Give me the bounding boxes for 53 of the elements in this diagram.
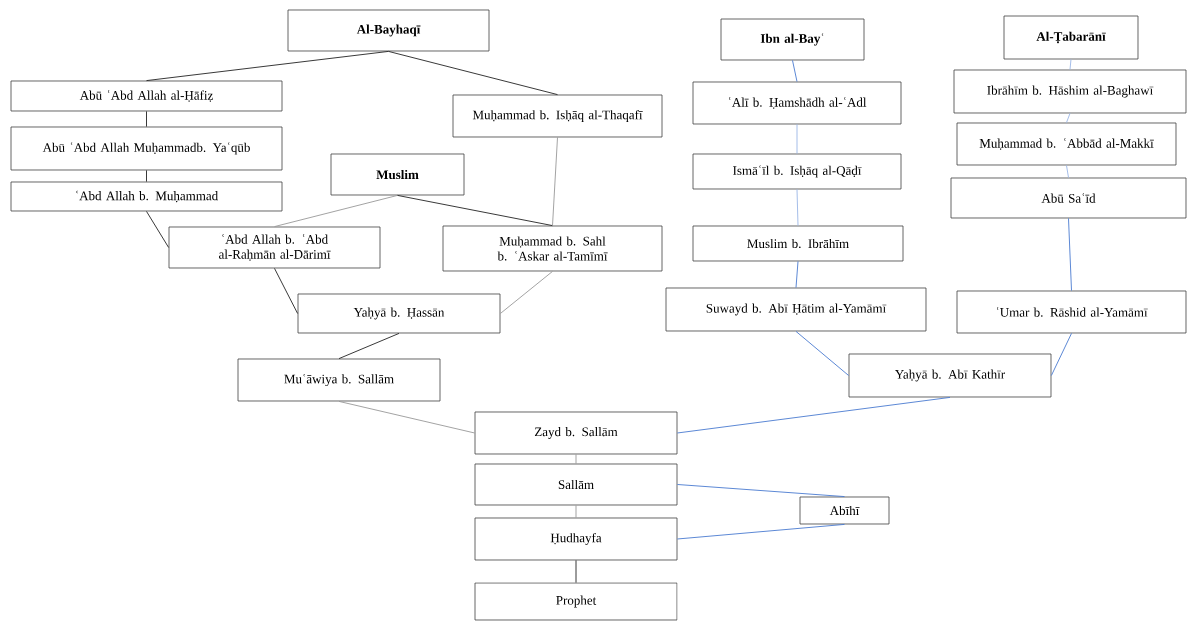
- name-box: Abū ʿAbd Allah Muḥammadb. Yaʿqūb: [10, 126, 283, 171]
- name-box: ʿUmar b. Rāshid al-Yamāmī: [956, 290, 1187, 334]
- name-box: Abīhī: [799, 496, 890, 525]
- connector-line: [552, 136, 558, 227]
- name-box: Yaḥyā b. Abī Kathīr: [848, 353, 1052, 398]
- connector-line: [338, 332, 400, 360]
- connector-line: [1068, 217, 1072, 292]
- connector-line: [1066, 164, 1069, 179]
- connector-line: [499, 270, 553, 314]
- name-box: Muslim b. Ibrāhīm: [692, 225, 904, 262]
- connector-line: [575, 453, 577, 465]
- name-box: Ḥudhayfa: [474, 517, 678, 561]
- name-box: Ismāʿīl b. Isḥāq al-Qāḍī: [692, 153, 902, 190]
- name-box: ʿAlī b. Ḥamshādh al-ʿAdl: [692, 81, 902, 125]
- name-box: Muslim: [330, 153, 465, 196]
- name-box: Prophet: [474, 582, 678, 621]
- connector-line: [676, 484, 845, 498]
- name-box: Al-Bayhaqī: [287, 9, 490, 52]
- connector-line: [796, 188, 799, 227]
- connector-line: [795, 260, 799, 289]
- name-box: Zayd b. Sallām: [474, 411, 678, 455]
- connector-line: [796, 123, 798, 155]
- name-box: Abū ʿAbd Allah al-Ḥāfiẓ: [10, 80, 283, 112]
- name-box: ʿAbd Allah b. Muḥammad: [10, 181, 283, 212]
- connector-line: [676, 523, 845, 540]
- connector-line: [676, 396, 951, 434]
- connector-line: [146, 110, 147, 128]
- name-box: Muḥammad b. ʿAbbād al-Makkī: [956, 122, 1177, 166]
- connector-line: [575, 559, 577, 584]
- connector-line: [1050, 332, 1072, 376]
- connector-line: [146, 50, 389, 82]
- connector-line: [338, 400, 476, 434]
- name-box: Muḥammad b. Sahl b. ʿAskar al-Tamīmī: [442, 225, 663, 272]
- connector-line: [274, 267, 299, 314]
- connector-line: [792, 59, 798, 83]
- name-box: ʿAbd Allah b. ʿAbd al-Raḥmān al-Dārimī: [168, 226, 381, 269]
- connector-line: [795, 330, 850, 376]
- connector-line: [1066, 112, 1071, 124]
- connector-line: [1069, 58, 1072, 71]
- name-box: Ibn al-Bayʿ: [720, 18, 865, 61]
- name-box: Yaḥyā b. Ḥassān: [297, 293, 501, 334]
- name-box: Al-Ṭabarānī: [1003, 15, 1139, 60]
- name-box: Ibrāhīm b. Hāshim al-Baghawī: [953, 69, 1187, 114]
- name-box: Muḥammad b. Isḥāq al-Thaqafī: [452, 94, 663, 138]
- connector-line: [146, 210, 170, 248]
- connector-line: [397, 194, 553, 227]
- name-box: Muʿāwiya b. Sallām: [237, 358, 441, 402]
- name-box: Suwayd b. Abī Ḥātim al-Yamāmī: [665, 287, 927, 332]
- connector-line: [146, 169, 147, 183]
- connector-line: [388, 50, 558, 96]
- name-box: Sallām: [474, 463, 678, 506]
- connector-line: [575, 504, 577, 519]
- name-box: Abū Saʿīd: [950, 177, 1187, 219]
